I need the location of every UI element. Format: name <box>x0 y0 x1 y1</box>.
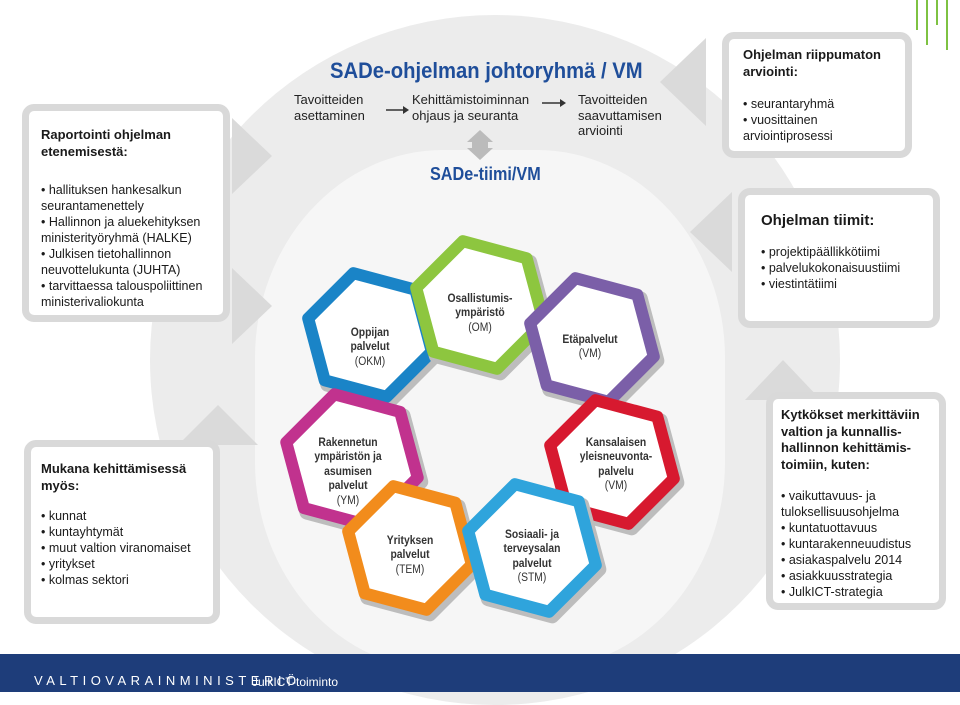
list-item: viestintätiimi <box>761 276 925 292</box>
list-item: palvelukokonaisuustiimi <box>761 260 925 276</box>
links-title: Kytkökset merkittäviin valtion ja kunnal… <box>781 407 920 472</box>
corner-decoration <box>916 0 918 30</box>
hexagon-osallistumis <box>410 235 550 375</box>
footer-bar <box>0 654 960 692</box>
reporting-title: Raportointi ohjelman etenemisestä: <box>41 127 171 159</box>
list-item: asiakkuusstrategia <box>781 568 933 584</box>
list-item: projektipäällikkötiimi <box>761 244 925 260</box>
hex-label-sosiaali: Sosiaali- ja terveysalan palvelut(STM) <box>503 529 561 585</box>
hexagon-kansalaisen <box>544 394 680 530</box>
list-item: kuntarakenneuudistus <box>781 536 933 552</box>
list-item: vuosittainen arviointiprosessi <box>743 112 897 144</box>
reporting-panel: Raportointi ohjelman etenemisestä: halli… <box>22 104 230 322</box>
footer-text: JulkICT-toiminto <box>252 675 339 689</box>
corner-decoration <box>946 0 948 50</box>
teams-panel: Ohjelman tiimit: projektipäällikkötiimi … <box>738 188 940 328</box>
hex-label-yrityksen: Yrityksen palvelut(TEM) <box>386 535 434 576</box>
list-item: hallituksen hankesalkun seurantamenettel… <box>41 182 215 214</box>
list-item: asiakaspalvelu 2014 <box>781 552 933 568</box>
double-arrow-icon <box>467 148 493 160</box>
list-item: kuntatuottavuus <box>781 520 933 536</box>
list-item: tarvittaessa talouspoliittinen ministeri… <box>41 278 215 310</box>
hexagon-sosiaali <box>462 478 602 618</box>
hex-label-rakennetun: Rakennetun ympäristön ja asumisen palvel… <box>314 437 382 507</box>
participants-list: kunnat kuntayhtymät muut valtion viranom… <box>41 508 205 588</box>
arrow-right-icon <box>232 118 272 194</box>
hexagon-yrityksen <box>342 480 478 616</box>
hex-label-oppijan: Oppijan palvelut(OKM) <box>350 327 390 368</box>
list-item: Julkisen tietohallinnon neuvottelukunta … <box>41 246 215 278</box>
double-arrow-icon <box>467 130 493 142</box>
participants-title: Mukana kehittämisessä myös: <box>41 461 187 493</box>
list-item: muut valtion viranomaiset <box>41 540 205 556</box>
hex-label-kansalaisen: Kansalaisen yleisneuvonta-palvelu(VM) <box>579 437 653 493</box>
arrow-up-icon <box>178 405 258 445</box>
arrow-left-icon <box>690 192 732 272</box>
step-goal-setting: Tavoitteiden asettaminen <box>294 92 365 123</box>
list-item: seurantaryhmä <box>743 96 897 112</box>
step-arrow-icon <box>403 106 409 114</box>
list-item: yritykset <box>41 556 205 572</box>
double-arrow-icon <box>472 142 488 148</box>
list-item: kunnat <box>41 508 205 524</box>
step-steering: Kehittämistoiminnan ohjaus ja seuranta <box>412 92 530 123</box>
arrow-right-icon <box>232 268 272 344</box>
participants-panel: Mukana kehittämisessä myös: kunnat kunta… <box>24 440 220 624</box>
corner-decoration <box>936 0 938 25</box>
list-item: kolmas sektori <box>41 572 205 588</box>
list-item: vaikuttavuus- ja tuloksellisuusohjelma <box>781 488 933 520</box>
arrow-left-icon <box>660 38 706 126</box>
hex-label-etapalvelut: Etäpalvelut(VM) <box>562 334 618 361</box>
list-item: Hallinnon ja aluekehityksen ministerityö… <box>41 214 215 246</box>
links-list: vaikuttavuus- ja tuloksellisuusohjelma k… <box>781 488 933 600</box>
links-panel: Kytkökset merkittäviin valtion ja kunnal… <box>766 392 946 610</box>
footer-organization: VALTIOVARAINMINISTERIÖ <box>34 673 301 688</box>
list-item: JulkICT-strategia <box>781 584 933 600</box>
teams-title: Ohjelman tiimit: <box>761 212 875 229</box>
corner-decoration <box>926 0 928 45</box>
teams-list: projektipäällikkötiimi palvelukokonaisuu… <box>761 244 925 292</box>
evaluation-title: Ohjelman riippumaton arviointi: <box>743 47 881 79</box>
evaluation-panel: Ohjelman riippumaton arviointi: seuranta… <box>722 32 912 158</box>
step-evaluation: Tavoitteiden saavuttamisen arviointi <box>578 92 662 139</box>
list-item: kuntayhtymät <box>41 524 205 540</box>
evaluation-list: seurantaryhmä vuosittainen arviointipros… <box>743 96 897 144</box>
step-arrow-icon <box>560 99 566 107</box>
hex-label-osallistumis: Osallistumis-ympäristö(OM) <box>447 293 513 334</box>
sade-team-title: SADe-tiimi/VM <box>430 164 541 184</box>
steering-group-title: SADe-ohjelman johtoryhmä / VM <box>330 58 643 83</box>
reporting-list: hallituksen hankesalkun seurantamenettel… <box>41 182 215 310</box>
